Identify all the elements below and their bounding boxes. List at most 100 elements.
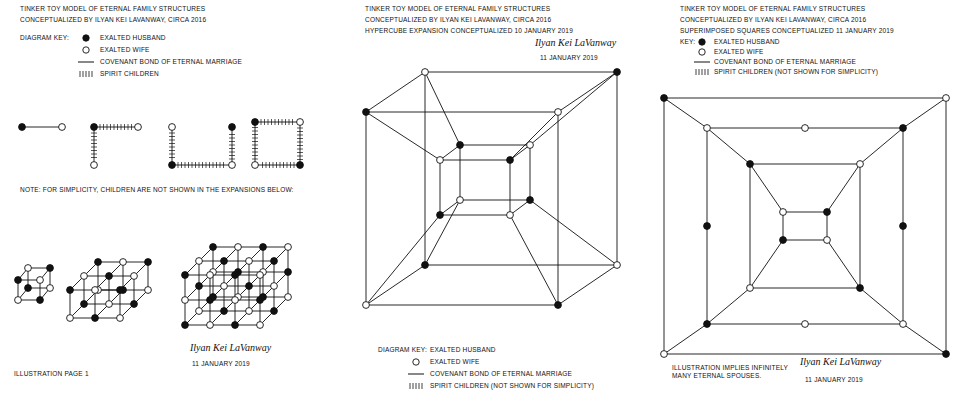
marriage-bond (707, 128, 750, 164)
marriage-bond (750, 240, 783, 288)
legend-text: SPIRIT CHILDREN (100, 70, 159, 78)
child-tick (269, 162, 270, 168)
marriage-bond (134, 276, 135, 304)
child-tick (287, 162, 288, 168)
marriage-bond (664, 98, 665, 354)
child-tick (91, 150, 97, 151)
marriage-bond (827, 212, 828, 240)
husband-dot (92, 315, 99, 322)
child-tick (294, 162, 295, 168)
child-tick (252, 159, 258, 160)
wife-circle (555, 109, 562, 116)
wife-circle (857, 161, 864, 168)
husband-dot (780, 237, 787, 244)
date: 11 JANUARY 2019 (192, 360, 250, 368)
wife-circle (81, 273, 88, 280)
child-tick (297, 159, 303, 160)
marriage-bond (120, 290, 121, 318)
marriage-bond (750, 164, 860, 165)
child-tick (271, 119, 272, 125)
caption: ILLUSTRATION IMPLIES INFINITELY MANY ETE… (672, 364, 797, 380)
marriage-bond (109, 276, 110, 304)
husband-dot (900, 125, 907, 132)
husband-dot (221, 308, 228, 315)
child-tick (229, 138, 235, 139)
legend-sample (708, 69, 709, 75)
legend-text: SPIRIT CHILDREN (NOT SHOWN FOR SIMPLICIT… (430, 382, 594, 390)
wife-circle (252, 162, 259, 169)
wife-circle (527, 142, 534, 149)
husband-dot (900, 223, 907, 230)
note: NOTE: FOR SIMPLICITY, CHILDREN ARE NOT S… (20, 186, 294, 194)
marriage-bond (366, 112, 558, 113)
legend-sample (83, 35, 89, 41)
husband-dot (704, 321, 711, 328)
wife-circle (196, 308, 203, 315)
child-tick (121, 124, 122, 130)
marriage-bond (664, 354, 946, 355)
child-tick (181, 162, 182, 168)
wife-circle (229, 162, 236, 169)
marriage-bond (460, 200, 530, 201)
husband-dot (747, 161, 754, 168)
marriage-bond (366, 112, 440, 160)
marriage-bond (70, 290, 71, 318)
child-tick (292, 119, 293, 125)
wife-circle (169, 124, 176, 131)
child-bond (255, 122, 256, 165)
child-tick (273, 162, 274, 168)
child-tick (268, 119, 269, 125)
child-tick (128, 124, 129, 130)
husband-dot (25, 285, 32, 292)
husband-dot (555, 302, 562, 309)
husband-dot (857, 285, 864, 292)
marriage-bond (783, 212, 784, 240)
husband-dot (661, 95, 668, 102)
child-tick (229, 134, 235, 135)
child-tick (297, 128, 303, 129)
husband-dot (507, 157, 514, 164)
child-tick (252, 134, 258, 135)
child-tick (110, 124, 111, 130)
legend-sample (694, 62, 710, 63)
husband-dot (457, 142, 464, 149)
child-tick (289, 119, 290, 125)
husband-dot (297, 162, 304, 169)
child-tick (169, 157, 175, 158)
marriage-bond (903, 98, 946, 128)
husband-dot (95, 259, 102, 266)
husband-dot (15, 277, 22, 284)
marriage-bond (440, 160, 510, 161)
marriage-bond (510, 160, 511, 215)
husband-dot (210, 244, 217, 251)
husband-dot (437, 212, 444, 219)
marriage-bond (664, 324, 707, 354)
wife-circle (704, 125, 711, 132)
child-tick (216, 162, 217, 168)
marriage-bond (98, 262, 99, 290)
marriage-bond (425, 200, 460, 265)
wife-circle (257, 272, 264, 279)
child-tick (229, 141, 235, 142)
legend-sample (86, 71, 87, 77)
legend-sample (80, 71, 81, 77)
legend-text: SPIRIT CHILDREN (NOT SHOWN FOR SIMPLICIT… (714, 68, 878, 76)
child-tick (297, 149, 303, 150)
marriage-bond (366, 215, 440, 305)
child-tick (252, 141, 258, 142)
wife-circle (15, 297, 22, 304)
child-tick (229, 152, 235, 153)
marriage-bond (664, 98, 707, 128)
marriage-bond (366, 72, 425, 112)
child-tick (297, 135, 303, 136)
child-tick (282, 119, 283, 125)
legend-sample (699, 49, 705, 55)
wife-circle (507, 212, 514, 219)
wife-circle (67, 315, 74, 322)
child-tick (169, 140, 175, 141)
marriage-bond (750, 288, 860, 289)
child-tick (114, 124, 115, 130)
husband-dot (285, 269, 292, 276)
wife-circle (285, 294, 292, 301)
